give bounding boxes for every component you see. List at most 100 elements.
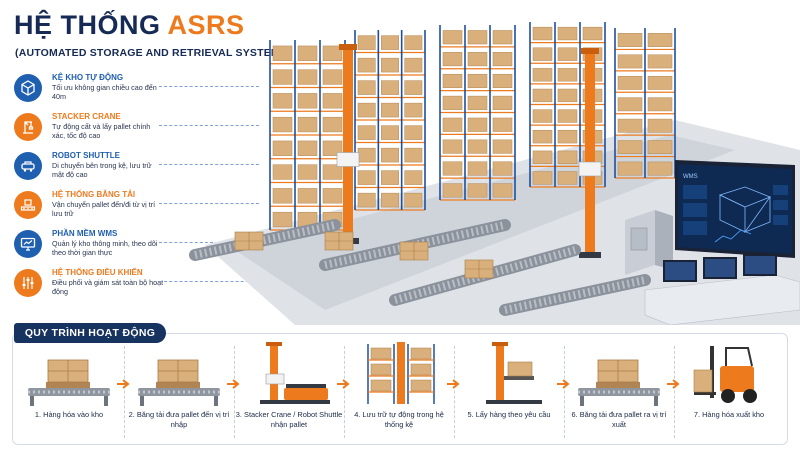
process-frame [12, 333, 788, 445]
feature-title: STACKER CRANE [52, 112, 121, 121]
carton-box [492, 95, 513, 110]
warehouse-illustration: WMS [175, 10, 800, 325]
feature-title: ROBOT SHUTTLE [52, 151, 120, 160]
process-step-2: 2. Băng tải đưa pallet đến vị trí nhập [129, 340, 229, 443]
feature-title: PHẦN MỀM WMS [52, 229, 118, 238]
carton-box [381, 170, 399, 185]
connector-line [159, 242, 259, 243]
carton-box [322, 45, 343, 61]
arrow-right-icon [117, 376, 131, 389]
conveyor-pallet-icon [20, 340, 118, 408]
conveyor-lines [189, 219, 651, 316]
carton-box [557, 88, 578, 103]
carton-box [617, 161, 643, 176]
carton-box [467, 95, 488, 110]
wms-screen-label: WMS [683, 174, 698, 180]
conveyor-pallet-icon [570, 340, 668, 408]
carton-box [297, 93, 318, 109]
crane-shuttle-icon [240, 340, 338, 408]
carton-box [647, 33, 673, 47]
box-icon [14, 74, 42, 102]
feature-title: KỆ KHO TỰ ĐỘNG [52, 73, 124, 82]
carton-box [357, 147, 376, 163]
control-cabinet [625, 210, 673, 275]
carton-box [404, 35, 423, 50]
feature-item-wms: PHẦN MỀM WMS Quản lý kho thông minh, the… [14, 226, 259, 265]
feature-desc: Tự động cất và lấy pallet chính xác, tốc… [52, 122, 151, 140]
carton-box [467, 30, 488, 45]
process-step-4: 4. Lưu trữ tự động trong hệ thống kệ [350, 340, 448, 443]
carton-box [381, 192, 399, 208]
step-divider [234, 346, 235, 438]
warehouse-scene: WMS [189, 22, 800, 325]
process-step-5: 5. Lấy hàng theo yêu cầu [460, 340, 558, 443]
carton-box [647, 75, 673, 90]
process-step-3: 3. Stacker Crane / Robot Shuttle nhận pa… [236, 340, 342, 443]
carton-box [357, 80, 376, 95]
crane-pick-icon [460, 340, 558, 408]
carton-box [404, 125, 423, 140]
carton-box [557, 171, 578, 185]
step-divider [124, 346, 125, 438]
carton-box [532, 68, 553, 82]
carton-box [322, 69, 343, 85]
carton-box [557, 150, 578, 164]
carton-box [357, 192, 376, 208]
connector-line [159, 86, 259, 87]
carton-box [467, 117, 488, 132]
carton-box [442, 95, 463, 110]
feature-title: HỆ THỐNG BĂNG TẢI [52, 190, 136, 199]
carton-box [532, 26, 553, 41]
monitor-icon [14, 230, 42, 258]
process-step-label: 1. Hàng hóa vào kho [34, 410, 104, 419]
carton-box [582, 26, 603, 41]
conveyor [189, 219, 341, 261]
shuttle-icon [14, 152, 42, 180]
rack-system [269, 22, 676, 231]
carton-box [357, 125, 376, 140]
floor-shadow [235, 135, 735, 310]
carton-box [467, 52, 488, 67]
arrow-right-icon [667, 376, 681, 389]
carton-box [442, 30, 463, 45]
process-step-label: 7. Hàng hóa xuất kho [693, 410, 765, 419]
crane-icon [14, 113, 42, 141]
carton-box [617, 75, 643, 90]
carton-box [557, 26, 578, 41]
process-step-label: 5. Lấy hàng theo yêu cầu [467, 410, 551, 419]
carton-box [322, 188, 343, 204]
feature-list: KỆ KHO TỰ ĐỘNG Tối ưu không gian chiều c… [14, 70, 259, 304]
feature-item-shuttle: ROBOT SHUTTLE Di chuyển bên trong kệ, lư… [14, 148, 259, 187]
carton-box [404, 102, 423, 118]
carton-box [532, 171, 553, 185]
carton-box [272, 69, 293, 85]
rack-block [529, 22, 606, 188]
carton-box [322, 116, 343, 133]
carton-box [297, 45, 318, 61]
feature-item-rack: KỆ KHO TỰ ĐỘNG Tối ưu không gian chiều c… [14, 70, 259, 109]
feature-item-conveyor: HỆ THỐNG BĂNG TẢI Vận chuyển pallet đến/… [14, 187, 259, 226]
carton-box [381, 125, 399, 140]
carton-box [322, 93, 343, 109]
carton-box [617, 140, 643, 155]
feature-desc: Điều phối và giám sát toàn bộ hoạt động [52, 278, 164, 296]
rack-block [439, 25, 516, 201]
carton-box [492, 52, 513, 67]
carton-box [322, 140, 343, 156]
carton-box [381, 147, 399, 163]
carton-box [381, 80, 399, 95]
carton-box [532, 150, 553, 164]
pallet-load [464, 259, 494, 279]
feature-item-control: HỆ THỐNG ĐIỀU KHIỂN Điều phối và giám sá… [14, 265, 259, 304]
page-subtitle: (AUTOMATED STORAGE AND RETRIEVAL SYSTEM) [15, 47, 284, 59]
conveyor-pallet-icon [130, 340, 228, 408]
process-step-1: 1. Hàng hóa vào kho [20, 340, 118, 443]
title-part-2: ASRS [167, 10, 245, 40]
connector-line [159, 203, 259, 204]
stacker-crane [578, 48, 602, 258]
feature-desc: Di chuyển bên trong kệ, lưu trữ mật độ c… [52, 161, 152, 179]
rack-block [269, 40, 346, 231]
feature-title: HỆ THỐNG ĐIỀU KHIỂN [52, 268, 143, 277]
carton-box [357, 35, 376, 50]
carton-box [492, 139, 513, 154]
